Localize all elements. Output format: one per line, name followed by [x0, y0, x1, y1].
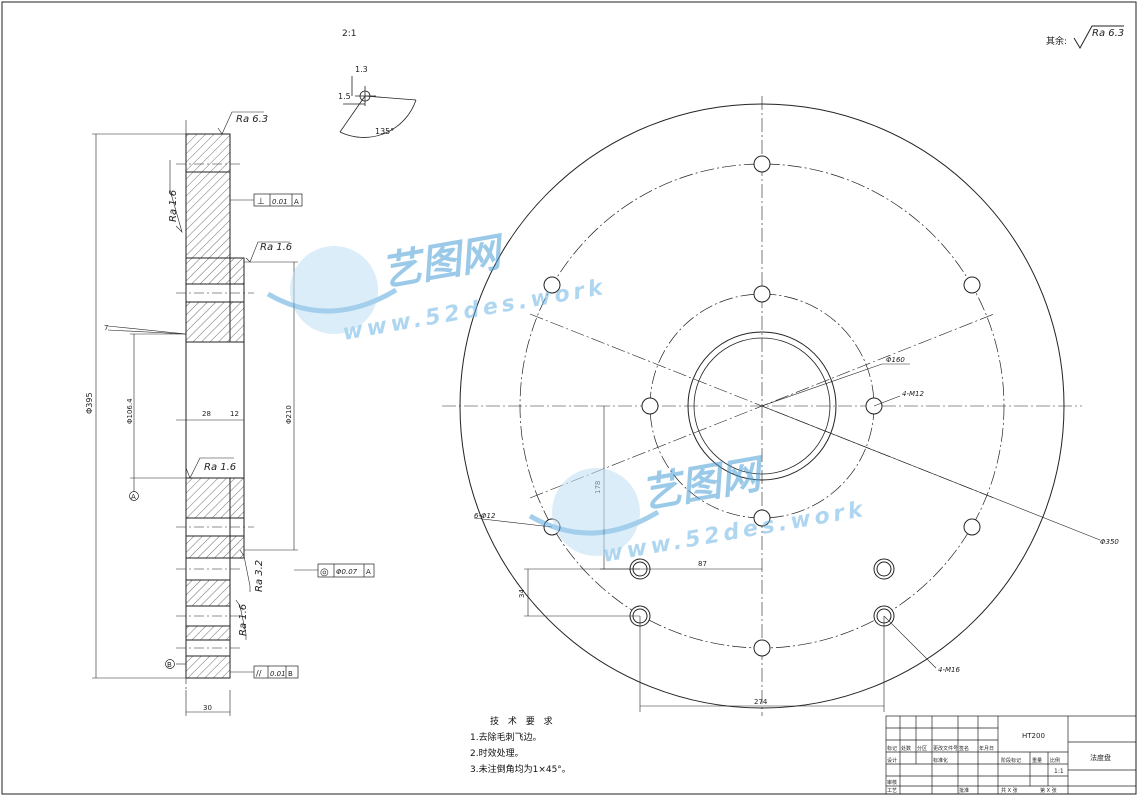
dim-taper-7: 7 [104, 324, 108, 332]
surface-note-prefix: 其余: [1046, 35, 1067, 47]
plan-dim-holes12: 6-Φ12 [474, 512, 496, 520]
detail-dim-1: 1.3 [355, 65, 368, 74]
title-material: HT200 [1022, 732, 1045, 740]
tech-req-heading: 技 术 要 求 [490, 717, 556, 727]
gdt-perp-symbol: ⊥ [257, 197, 265, 207]
watermark-url-1: www.52des.work [341, 275, 609, 346]
gdt-perp-value: 0.01 [272, 198, 288, 206]
gdt-par-symbol: // [256, 669, 262, 678]
watermark-1: 艺图网 www.52des.work [266, 229, 609, 346]
watermark-brand-2: 艺图网 [638, 451, 770, 518]
gdt-par-datum: B [288, 670, 293, 678]
tech-requirements: 技 术 要 求 1.去除毛刺飞边。 2.时效处理。 3.未注倒角均为1×45°。 [470, 714, 571, 778]
scale-label: 2:1 [342, 29, 356, 39]
title-part-name: 法度盘 [1090, 753, 1111, 762]
roughness-label-3: Ra 1.6 [260, 242, 292, 253]
roughness-label-1: Ra 6.3 [236, 114, 268, 125]
tb-label: 分区 [917, 745, 927, 752]
dim-width-28: 28 [202, 410, 211, 418]
dim-hub-diameter: Φ210 [285, 405, 293, 424]
dim-outer-diameter: Φ395 [85, 392, 94, 414]
tb-label: 重量 [1032, 757, 1042, 764]
gdt-coax-datum: A [366, 568, 371, 576]
plan-dim-87: 87 [698, 560, 707, 568]
tb-label: 共 X 张 [1001, 787, 1018, 794]
tb-label: 更改文件号 [933, 745, 958, 752]
dim-width-12: 12 [230, 410, 239, 418]
watermark-url-2: www.52des.work [601, 497, 869, 568]
gdt-perpendicularity: ⊥ 0.01 A [253, 193, 303, 207]
title-block [885, 715, 1137, 795]
tb-label: 标记 [887, 745, 897, 752]
roughness-symbol-icon [1073, 25, 1124, 50]
section-dimension-lines [92, 111, 318, 716]
watermark-2: 艺图网 www.52des.work [528, 451, 869, 568]
tech-req-item-1: 1.去除毛刺飞边。 [470, 733, 542, 743]
tb-label: 工艺 [887, 788, 897, 794]
datum-a-label: A [131, 493, 136, 501]
title-ratio: 1:1 [1054, 768, 1064, 775]
tech-req-item-2: 2.时效处理。 [470, 749, 524, 759]
dim-thickness-30: 30 [203, 704, 212, 712]
gdt-coax-value: Φ0.07 [336, 568, 358, 576]
gdt-perp-datum: A [294, 198, 299, 206]
gdt-par-value: 0.01 [270, 670, 286, 678]
plan-dim-m16: 4-M16 [938, 666, 960, 674]
tech-req-item-3: 3.未注倒角均为1×45°。 [470, 765, 571, 775]
plan-dim-34: 34 [518, 589, 526, 598]
datum-b-marker [165, 659, 175, 669]
detail-dim-2: 1.5 [338, 92, 351, 101]
gdt-coaxiality: ◎ Φ0.07 A [317, 563, 375, 578]
tb-label: 年月日 [979, 745, 994, 752]
title-labels: 标记 处数 分区 更改文件号 签名 年月日 设计 标准化 阶段标记 重量 比例 … [887, 745, 1060, 794]
watermark-brand-1: 艺图网 [378, 229, 510, 296]
roughness-label-6: Ra 1.6 [238, 604, 249, 636]
roughness-label-5: Ra 3.2 [254, 560, 265, 592]
datum-b-label: B [167, 661, 172, 669]
surface-note-value: Ra 6.3 [1092, 28, 1124, 39]
tb-label: 设计 [887, 757, 897, 764]
gdt-parallelism: // 0.01 B [253, 665, 299, 679]
tb-label: 处数 [901, 745, 911, 752]
tb-label: 第 X 张 [1040, 787, 1057, 794]
detail-view [339, 76, 417, 138]
section-view [176, 120, 254, 690]
plan-dim-outer: Φ350 [1100, 538, 1119, 546]
tb-label: 阶段标记 [1001, 757, 1021, 764]
plan-dimension-lines [473, 363, 1101, 712]
dim-bore-diameter: Φ106.4 [126, 398, 134, 424]
tb-label: 签名 [959, 745, 969, 752]
tb-label: 标准化 [933, 757, 948, 764]
detail-dim-3: 135° [375, 127, 394, 136]
roughness-label-4: Ra 1.6 [204, 462, 236, 473]
tb-label: 批准 [959, 787, 969, 794]
plan-dim-274: 274 [754, 698, 768, 706]
plan-dim-m12: 4-M12 [902, 390, 924, 398]
tb-label: 比例 [1050, 757, 1060, 764]
gdt-coax-symbol: ◎ [320, 567, 329, 578]
datum-a-marker [129, 491, 139, 501]
roughness-label-2: Ra 1.6 [168, 190, 179, 222]
plan-dim-hub: Φ160 [886, 356, 905, 364]
tb-label: 审核 [887, 779, 897, 786]
